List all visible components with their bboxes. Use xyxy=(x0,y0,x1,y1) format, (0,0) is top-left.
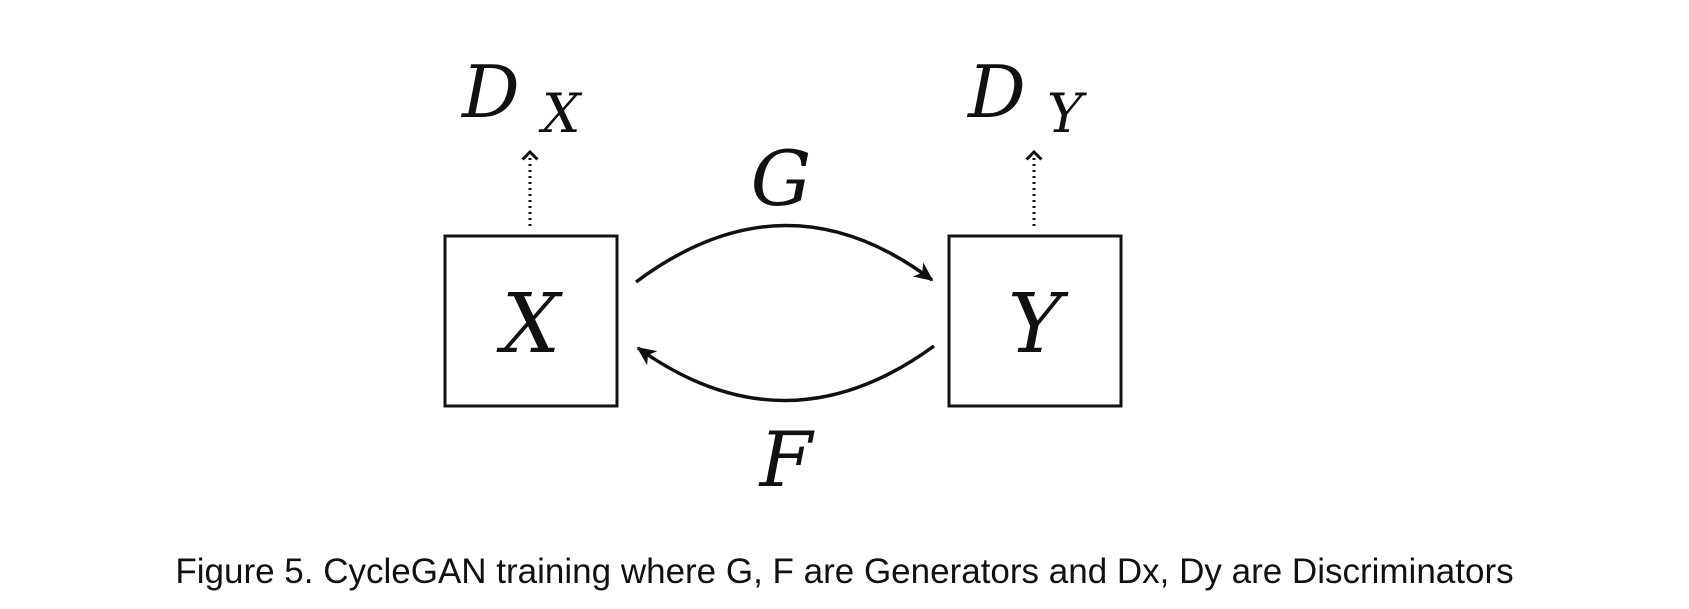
generator-g-arrow xyxy=(634,223,934,284)
generator-f-label: F xyxy=(758,415,815,504)
domain-x-label: X xyxy=(496,277,564,372)
figure-caption: Figure 5. CycleGAN training where G, F a… xyxy=(175,552,1514,591)
generator-f-arrow xyxy=(636,344,936,403)
domain-x-box xyxy=(443,234,619,408)
domain-y-label: Y xyxy=(1008,277,1069,372)
generator-g-label: G xyxy=(751,134,812,223)
domain-y-box xyxy=(947,234,1123,408)
